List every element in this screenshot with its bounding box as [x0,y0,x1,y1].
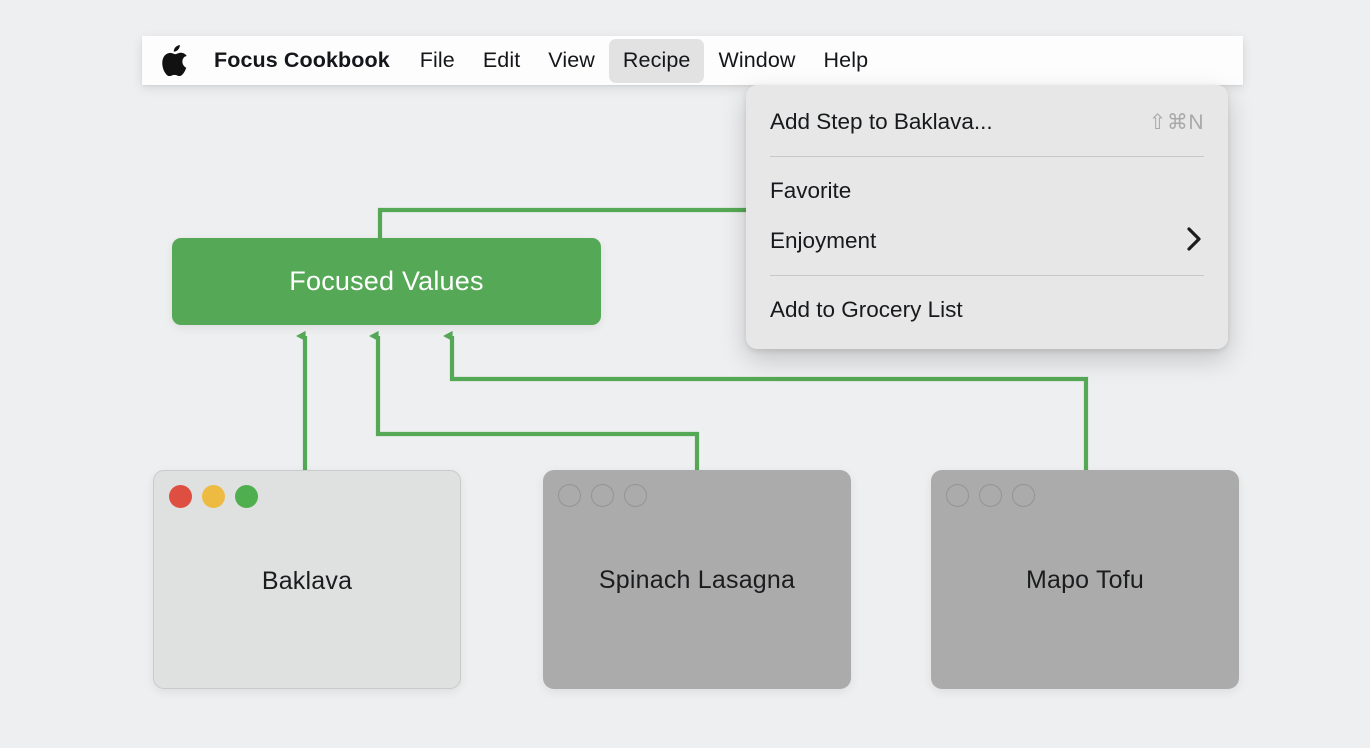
menu-option-label: Add Step to Baklava... [770,109,993,134]
menu-app-name[interactable]: Focus Cookbook [214,48,390,72]
minimize-button-icon[interactable] [202,485,225,508]
menu-option-add-step-to-baklava[interactable]: Add Step to Baklava... ⇧⌘N [746,97,1228,147]
window-title: Mapo Tofu [1025,566,1145,594]
focused-values-node[interactable]: Focused Values [172,238,601,325]
recipe-dropdown-menu: Add Step to Baklava... ⇧⌘N Favorite Enjo… [746,85,1228,349]
menu-option-favorite[interactable]: Favorite [746,166,1228,216]
zoom-button-icon[interactable] [235,485,258,508]
window-title: Spinach Lasagna [598,566,796,594]
menu-separator [770,275,1204,276]
menu-item-recipe[interactable]: Recipe [608,38,705,83]
menu-option-enjoyment[interactable]: Enjoyment [746,216,1228,266]
zoom-button-icon[interactable] [1012,484,1035,507]
connector-spinach-lasagna [368,330,700,470]
close-button-icon[interactable] [946,484,969,507]
chevron-right-icon [1186,226,1204,256]
close-button-icon[interactable] [169,485,192,508]
traffic-lights [558,484,647,507]
connector-mapo-tofu [442,330,1089,470]
minimize-button-icon[interactable] [591,484,614,507]
traffic-lights [169,485,258,508]
connector-node-to-menu [377,207,748,238]
zoom-button-icon[interactable] [624,484,647,507]
menu-separator [770,156,1204,157]
menu-option-shortcut: ⇧⌘N [1148,110,1204,134]
menu-option-label: Favorite [770,178,852,203]
close-button-icon[interactable] [558,484,581,507]
menu-item-help[interactable]: Help [823,48,869,72]
window-card-baklava[interactable]: Baklava [153,470,461,689]
window-card-spinach-lasagna[interactable]: Spinach Lasagna [543,470,851,689]
menu-item-window[interactable]: Window [718,48,796,72]
window-card-mapo-tofu[interactable]: Mapo Tofu [931,470,1239,689]
menu-option-label: Add to Grocery List [770,297,963,322]
window-title: Baklava [261,567,353,595]
menu-item-edit[interactable]: Edit [482,48,521,72]
apple-logo-icon[interactable] [152,36,198,85]
focused-values-label: Focused Values [289,266,484,296]
menu-bar: Focus Cookbook File Edit View Recipe Win… [142,36,1243,85]
menu-option-label: Enjoyment [770,228,877,253]
menu-item-view[interactable]: View [548,48,595,72]
traffic-lights [946,484,1035,507]
menu-option-add-to-grocery-list[interactable]: Add to Grocery List [746,285,1228,335]
minimize-button-icon[interactable] [979,484,1002,507]
menu-item-file[interactable]: File [419,48,455,72]
